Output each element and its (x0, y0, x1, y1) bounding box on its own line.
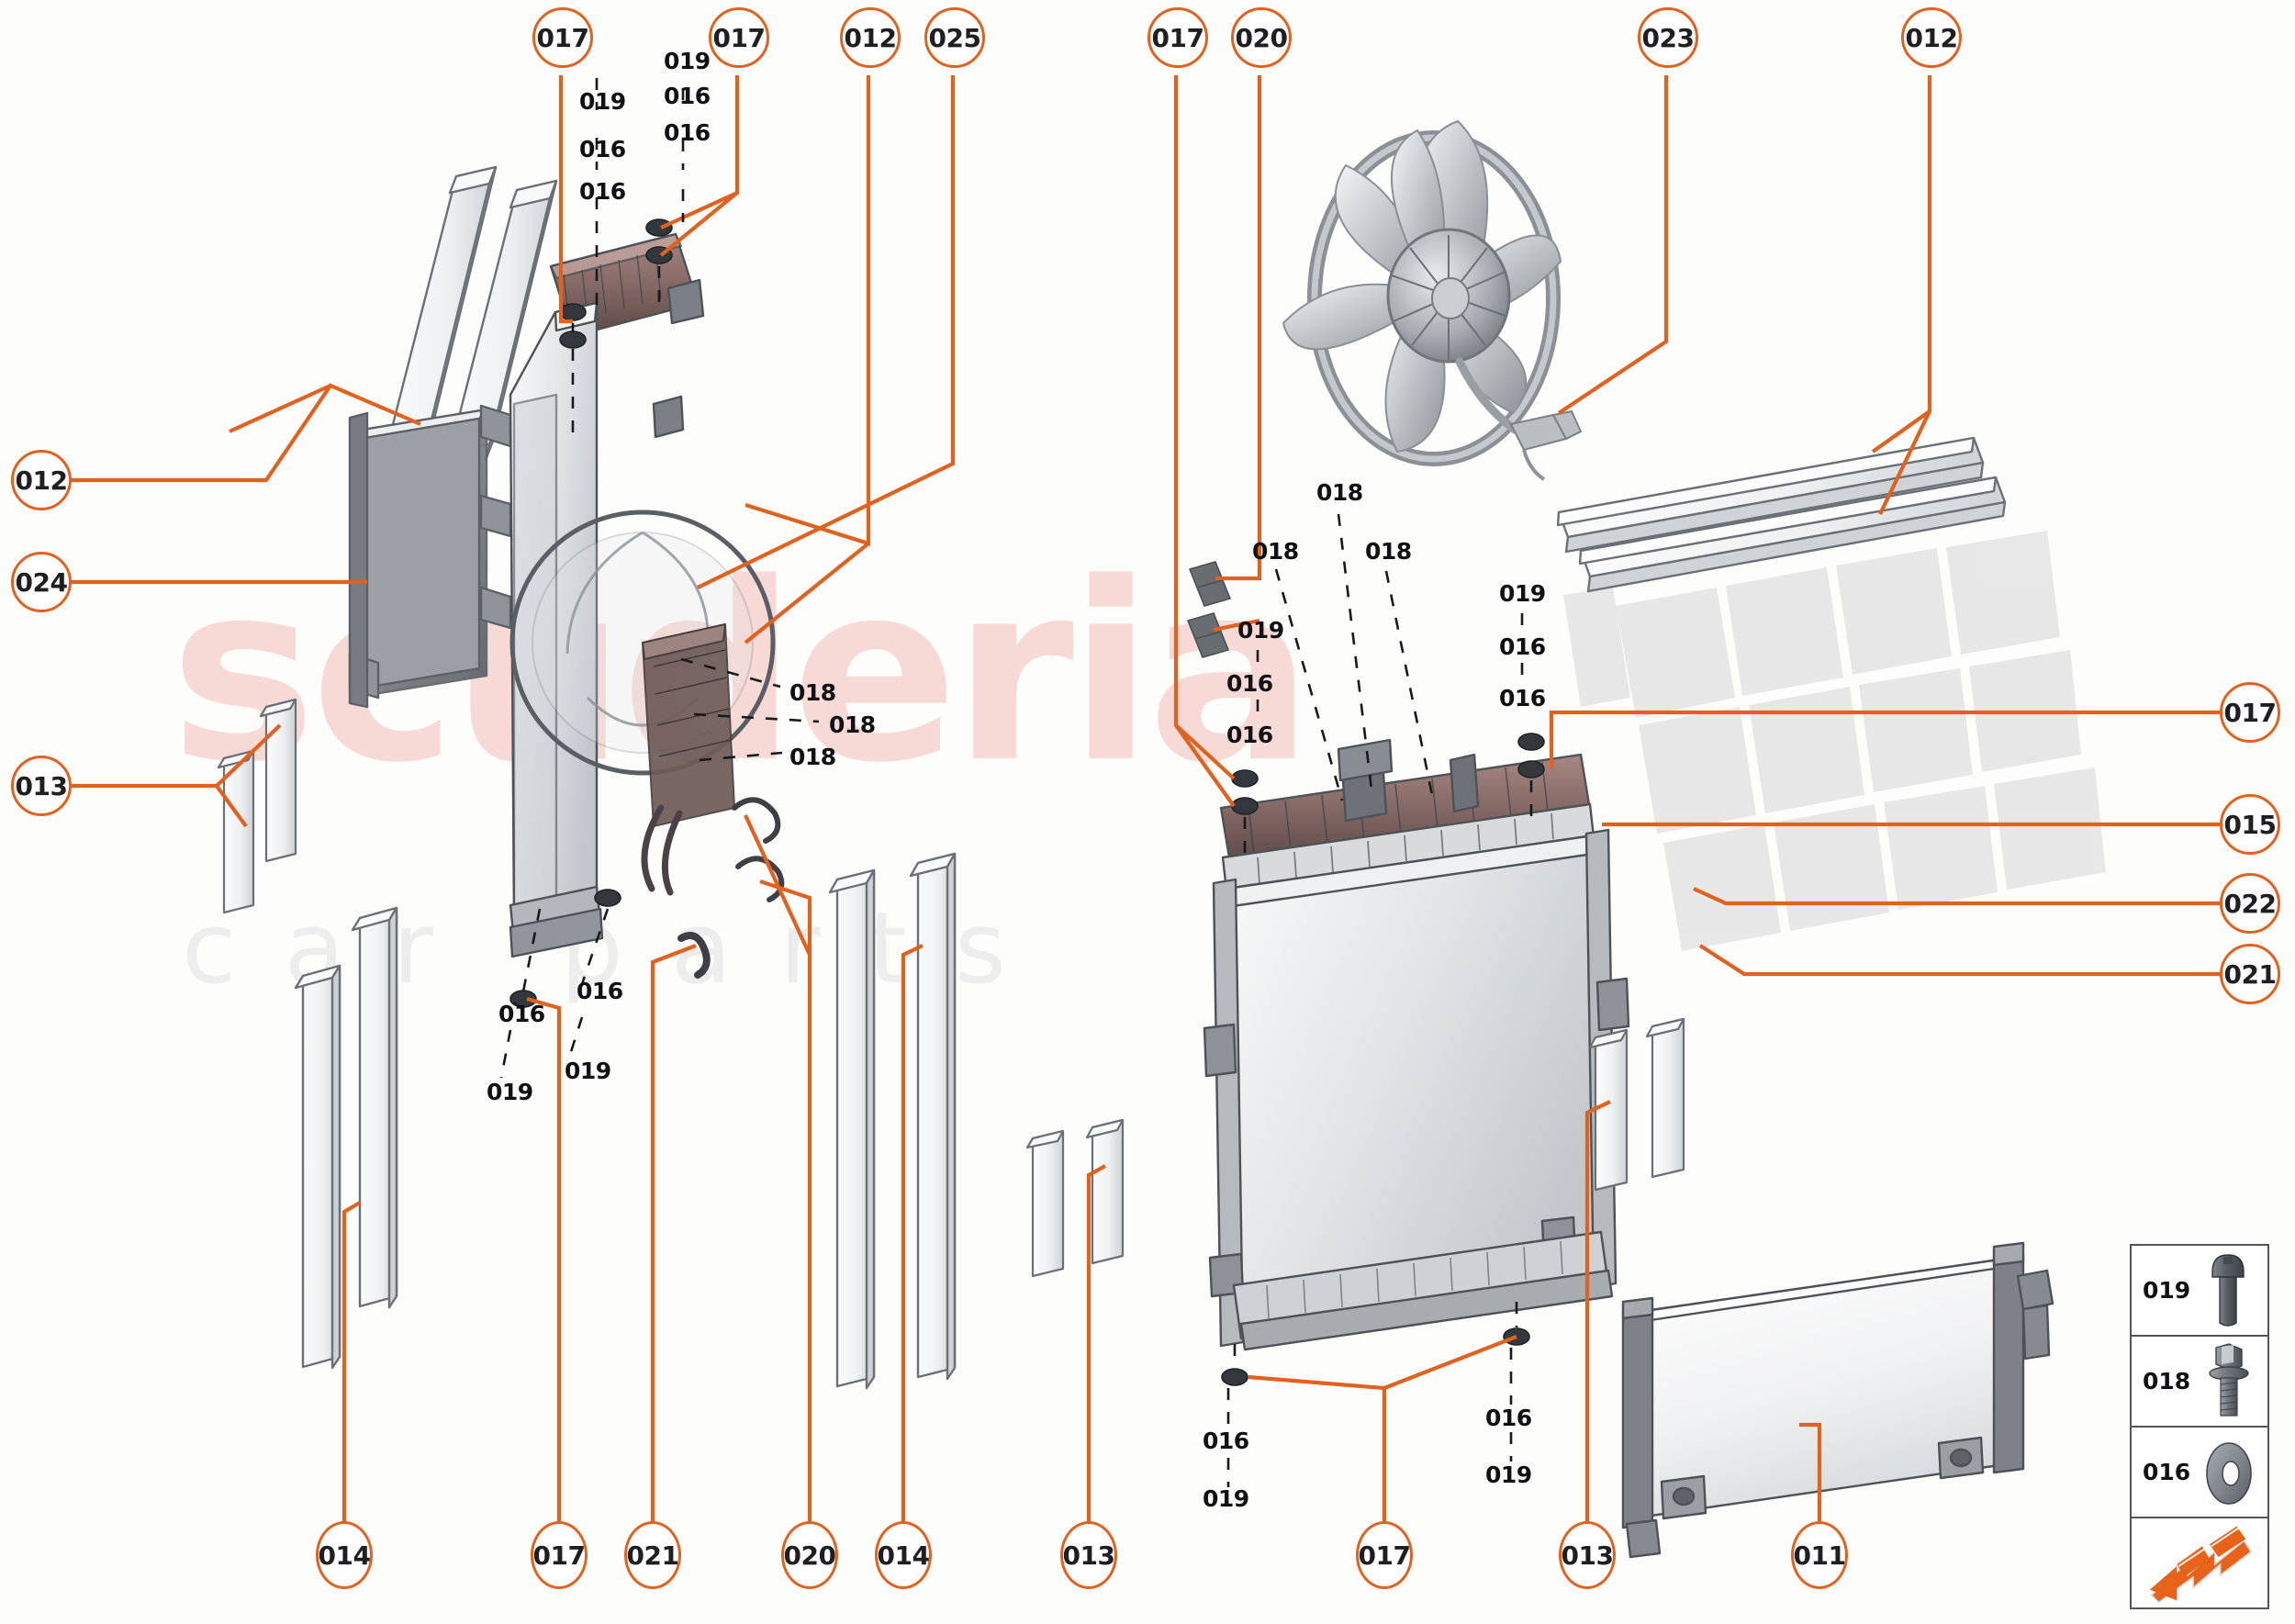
callout-025[interactable]: 025 (924, 7, 985, 68)
callout-024[interactable]: 024 (11, 552, 72, 612)
callout-015[interactable]: 015 (2220, 794, 2280, 855)
callout-014[interactable]: 014 (875, 1521, 932, 1589)
legend-label-019: 019 (2143, 1277, 2191, 1304)
part-label-019: 019 (1485, 1462, 1532, 1488)
callout-013[interactable]: 013 (11, 756, 72, 816)
part-label-019: 019 (1203, 1485, 1249, 1512)
legend-label-018: 018 (2143, 1368, 2191, 1394)
part-label-016: 016 (498, 1001, 545, 1027)
callout-012[interactable]: 012 (11, 450, 72, 510)
part-label-016: 016 (1485, 1405, 1532, 1431)
pan-head-screw-icon (2211, 1254, 2245, 1327)
legend-row-arrow (2132, 1518, 2267, 1609)
callout-014[interactable]: 014 (316, 1521, 373, 1589)
callout-020[interactable]: 020 (1231, 7, 1292, 68)
part-label-016: 016 (1226, 722, 1273, 748)
legend-row-019: 019 (2132, 1246, 2267, 1337)
part-label-018: 018 (789, 679, 836, 706)
part-label-016: 016 (664, 83, 711, 109)
part-label-019: 019 (487, 1079, 533, 1105)
part-label-019: 019 (664, 48, 711, 74)
part-label-016: 016 (579, 136, 626, 162)
callout-012[interactable]: 012 (1901, 7, 1962, 68)
fastener-legend: 019 018 (2130, 1244, 2269, 1609)
orange-direction-arrow-icon (2149, 1526, 2253, 1604)
callout-017[interactable]: 017 (2220, 682, 2280, 743)
part-label-018: 018 (789, 744, 836, 770)
part-label-016: 016 (1203, 1428, 1249, 1454)
part-label-016: 016 (577, 978, 623, 1004)
part-label-019: 019 (1499, 580, 1546, 607)
callout-013[interactable]: 013 (1060, 1521, 1117, 1589)
part-label-016: 016 (1499, 685, 1546, 711)
part-label-018: 018 (1316, 479, 1363, 506)
callout-022[interactable]: 022 (2220, 873, 2280, 934)
flat-washer-icon (2206, 1442, 2252, 1505)
legend-row-018: 018 (2132, 1337, 2267, 1428)
legend-label-016: 016 (2143, 1459, 2191, 1485)
part-label-018: 018 (829, 711, 876, 738)
callout-020[interactable]: 020 (781, 1521, 838, 1589)
part-label-018: 018 (1365, 538, 1412, 565)
callout-017[interactable]: 017 (1356, 1521, 1413, 1589)
callout-013[interactable]: 013 (1559, 1521, 1616, 1589)
callout-017[interactable]: 017 (1148, 7, 1208, 68)
part-label-019: 019 (579, 88, 626, 115)
part-label-016: 016 (579, 178, 626, 205)
callout-021[interactable]: 021 (624, 1521, 681, 1589)
callout-023[interactable]: 023 (1638, 7, 1698, 68)
legend-row-016: 016 (2132, 1428, 2267, 1518)
callout-021[interactable]: 021 (2220, 944, 2280, 1004)
part-label-019: 019 (565, 1058, 611, 1084)
callout-017[interactable]: 017 (531, 1521, 588, 1589)
part-label-019: 019 (1237, 617, 1284, 644)
part-label-016: 016 (1226, 670, 1273, 697)
hex-flange-bolt-icon (2209, 1343, 2249, 1417)
part-label-016: 016 (1499, 633, 1546, 660)
callout-017[interactable]: 017 (532, 7, 593, 68)
callout-012[interactable]: 012 (840, 7, 901, 68)
callout-011[interactable]: 011 (1791, 1521, 1848, 1589)
callout-017[interactable]: 017 (709, 7, 769, 68)
part-label-016: 016 (664, 119, 711, 146)
part-label-018: 018 (1252, 538, 1299, 565)
